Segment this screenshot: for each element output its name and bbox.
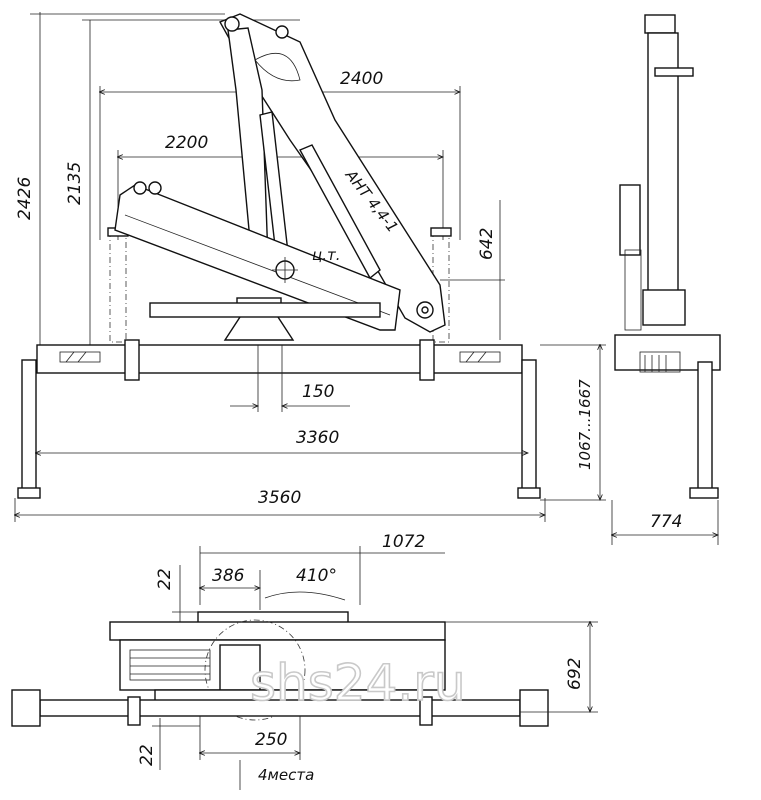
dim-3560-label: 3560 (258, 488, 301, 508)
mount-count-label: 4места (258, 766, 314, 784)
side-view: 774 (612, 14, 721, 545)
plan-boom (109, 621, 446, 641)
dim-692-label: 692 (565, 658, 585, 690)
boom-cylinder (299, 144, 381, 280)
outrigger-leg-right (517, 359, 541, 499)
dim-250-label: 250 (255, 730, 287, 750)
dim-2426-label: 2426 (15, 177, 35, 220)
front-view: 2426 2135 2400 2200 642 АНТ 4,4-1 (15, 12, 606, 522)
dim-1072-label: 1072 (382, 532, 425, 552)
slew-angle-label: 410° (296, 566, 337, 586)
side-leg (697, 361, 713, 491)
dim-774-label: 774 (650, 512, 682, 532)
dim-2400-label: 2400 (340, 69, 383, 89)
dim-150-label: 150 (302, 382, 334, 402)
plan-view: 1072 386 410° 22 692 22 (11, 532, 598, 790)
main-boom: АНТ 4,4-1 (219, 13, 446, 333)
watermark: shs24.ru (250, 654, 466, 712)
frame-beam (36, 344, 523, 374)
center-of-mass-label: ц.т. (312, 246, 340, 264)
dim-leg-height-label: 1067...1667 (576, 379, 594, 470)
dim-3360-label: 3360 (296, 428, 339, 448)
slew-circle (204, 619, 306, 721)
side-column (647, 32, 679, 324)
dim-22-bottom-label: 22 (137, 744, 157, 766)
dim-2135-label: 2135 (65, 162, 85, 205)
outrigger-leg-left (17, 359, 41, 499)
dim-22-top-label: 22 (155, 568, 175, 590)
dim-386-label: 386 (212, 566, 245, 586)
dim-642-label: 642 (477, 228, 497, 260)
dim-2200-label: 2200 (165, 133, 208, 153)
